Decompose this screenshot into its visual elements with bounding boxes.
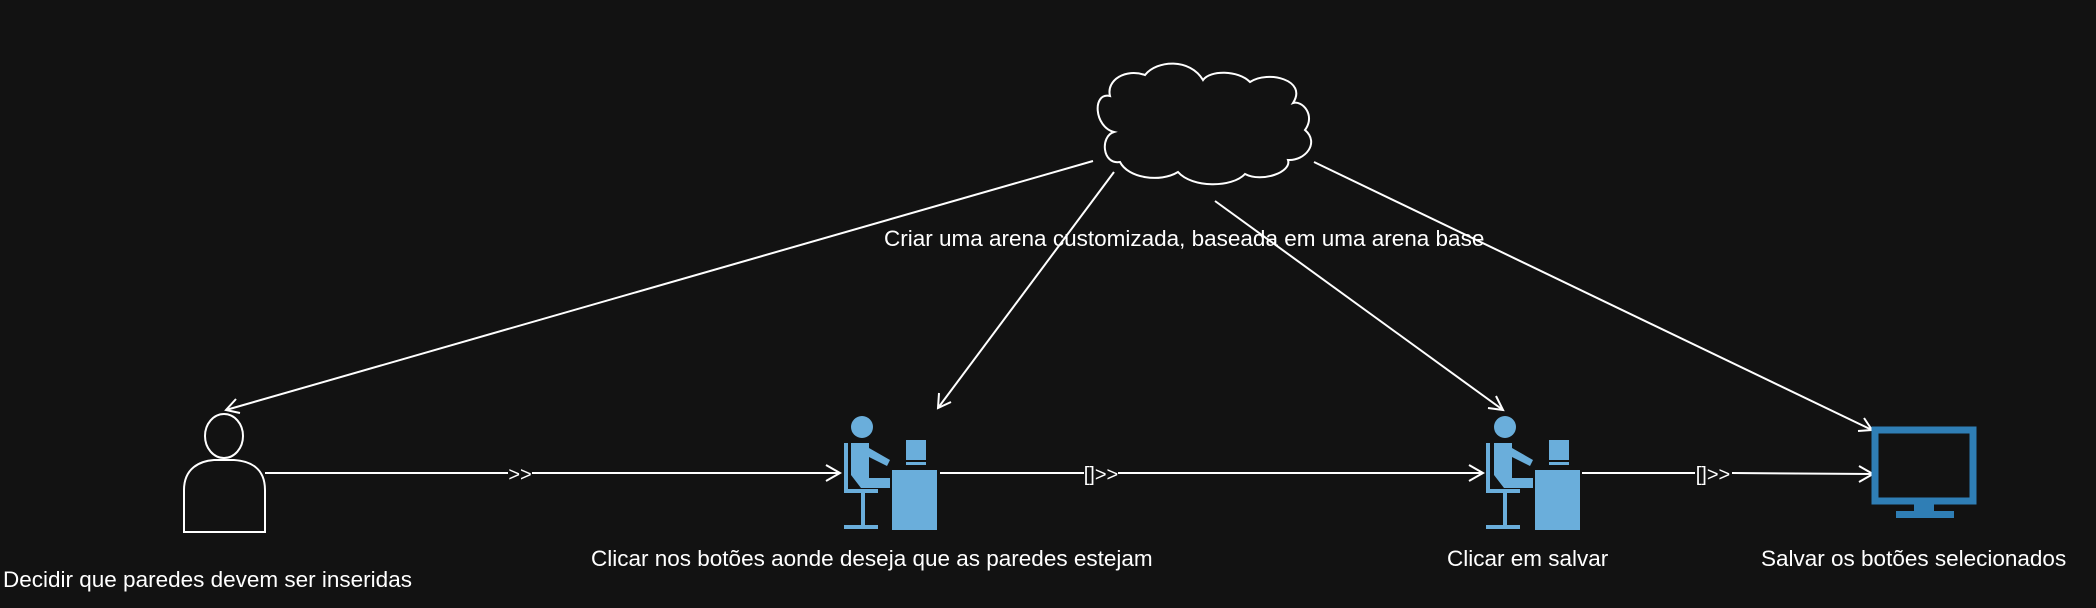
flow-marker: []>> <box>1696 464 1730 486</box>
office-worker-icon[interactable] <box>844 416 937 530</box>
flow-click-buttons-to-click-save-arrowhead <box>1468 464 1486 482</box>
click-buttons-label: Clicar nos botões aonde deseja que as pa… <box>591 546 1153 571</box>
person-icon[interactable] <box>183 413 266 533</box>
user-label: Decidir que paredes devem ser inseridas <box>3 567 412 592</box>
flow-click-save-to-save-selected <box>1582 472 1874 475</box>
cloud-icon[interactable] <box>1096 62 1313 186</box>
goal-label: Criar uma arena customizada, baseada em … <box>884 226 1485 251</box>
flow-marker: >> <box>508 464 531 486</box>
edge-goal-to-click-buttons-arrowhead <box>936 392 952 410</box>
edge-goal-to-save-selected <box>1313 161 1873 431</box>
monitor-icon[interactable] <box>1871 426 1977 518</box>
click-save-label: Clicar em salvar <box>1447 546 1609 571</box>
save-selected-label: Salvar os botões selecionados <box>1761 546 2067 571</box>
edge-goal-to-user <box>225 160 1094 411</box>
office-worker-icon[interactable] <box>1486 416 1580 530</box>
edge-goal-to-click-buttons <box>937 171 1115 409</box>
edge-goal-to-click-save <box>1214 200 1504 411</box>
flow-user-to-click-buttons-arrowhead <box>825 464 843 482</box>
edge-goal-to-user-arrowhead <box>224 398 241 414</box>
edge-goal-to-click-save-arrowhead <box>1487 395 1505 412</box>
flow-marker: []>> <box>1084 464 1118 486</box>
